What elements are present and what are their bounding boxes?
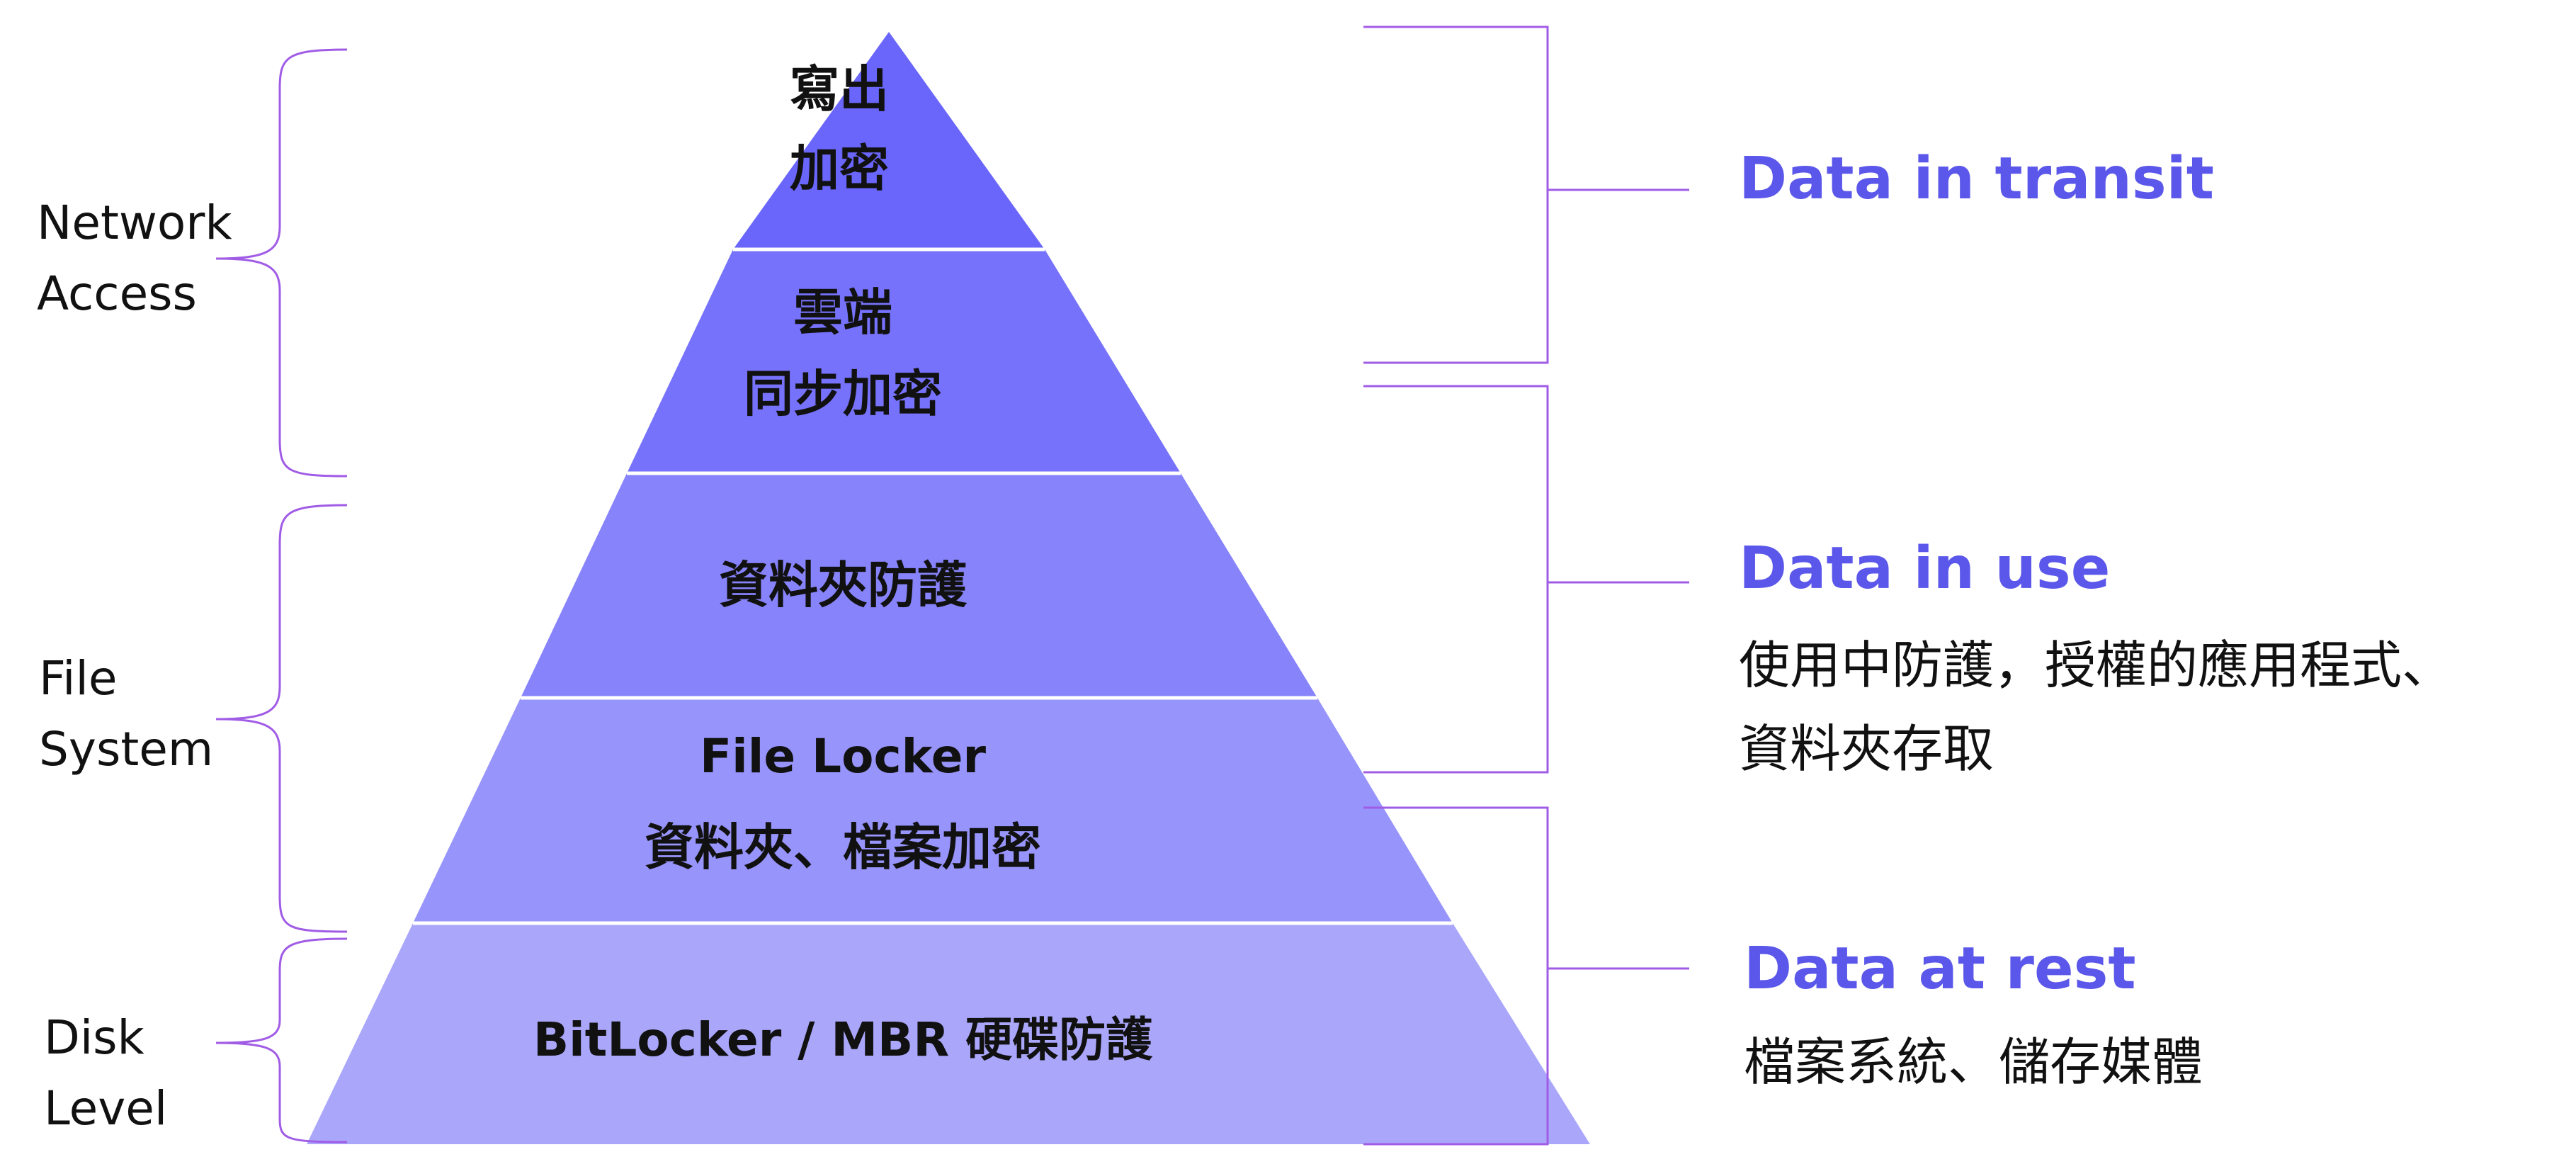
tier-4-label-line-1: File Locker: [700, 729, 986, 784]
pyramid-tier-3: [521, 473, 1317, 698]
tier-4-label-line-2: 資料夾、檔案加密: [645, 818, 1041, 876]
left-brace-disk: [215, 937, 348, 1143]
data-in-use-title: Data in use: [1739, 535, 2111, 602]
tier-separators: [413, 247, 1453, 925]
data-at-rest-description: 檔案系統、儲存媒體: [1744, 1020, 2203, 1104]
pyramid-tier-5: [307, 923, 1590, 1144]
left-label-network-line-2: Access: [37, 266, 197, 321]
pyramid-tier-1: [733, 32, 1045, 249]
tier-1-label-line-1: 寫出: [790, 60, 889, 118]
right-bracket-transit: [1363, 26, 1549, 364]
tier-1-label-line-2: 加密: [790, 140, 889, 198]
right-bracket-at-rest: [1363, 806, 1549, 1146]
left-label-disk-level: Disk Level: [44, 1003, 167, 1144]
data-in-use-desc-line-1: 使用中防護，授權的應用程式、: [1739, 636, 2453, 695]
left-label-file-system-line-1: File: [39, 651, 118, 706]
left-label-file-system: File System: [39, 643, 213, 785]
left-brace-file-system: [215, 504, 348, 933]
left-label-disk-line-2: Level: [44, 1081, 168, 1136]
tier-5-label: BitLocker / MBR 硬碟防護: [533, 1012, 1153, 1067]
data-at-rest-title: Data at rest: [1744, 935, 2136, 1003]
left-label-disk-line-1: Disk: [44, 1010, 144, 1065]
left-label-network-line-1: Network: [37, 196, 232, 250]
data-in-use-desc-line-2: 資料夾存取: [1739, 719, 1995, 779]
left-label-network-access: Network Access: [37, 188, 232, 329]
left-label-file-system-line-2: System: [39, 722, 214, 776]
data-at-rest-desc-line-1: 檔案系統、儲存媒體: [1744, 1032, 2203, 1092]
left-brace-network: [215, 48, 348, 478]
tier-2-label-line-1: 雲端: [793, 283, 892, 341]
pyramid-tier-4: [413, 698, 1453, 923]
tier-3-label: 資料夾防護: [719, 556, 968, 614]
data-in-use-description: 使用中防護，授權的應用程式、 資料夾存取: [1739, 623, 2453, 791]
right-bracket-in-use: [1363, 385, 1549, 774]
data-in-transit-title: Data in transit: [1739, 145, 2214, 213]
tier-2-label-line-2: 同步加密: [744, 365, 942, 423]
pyramid-tier-2: [627, 249, 1181, 473]
